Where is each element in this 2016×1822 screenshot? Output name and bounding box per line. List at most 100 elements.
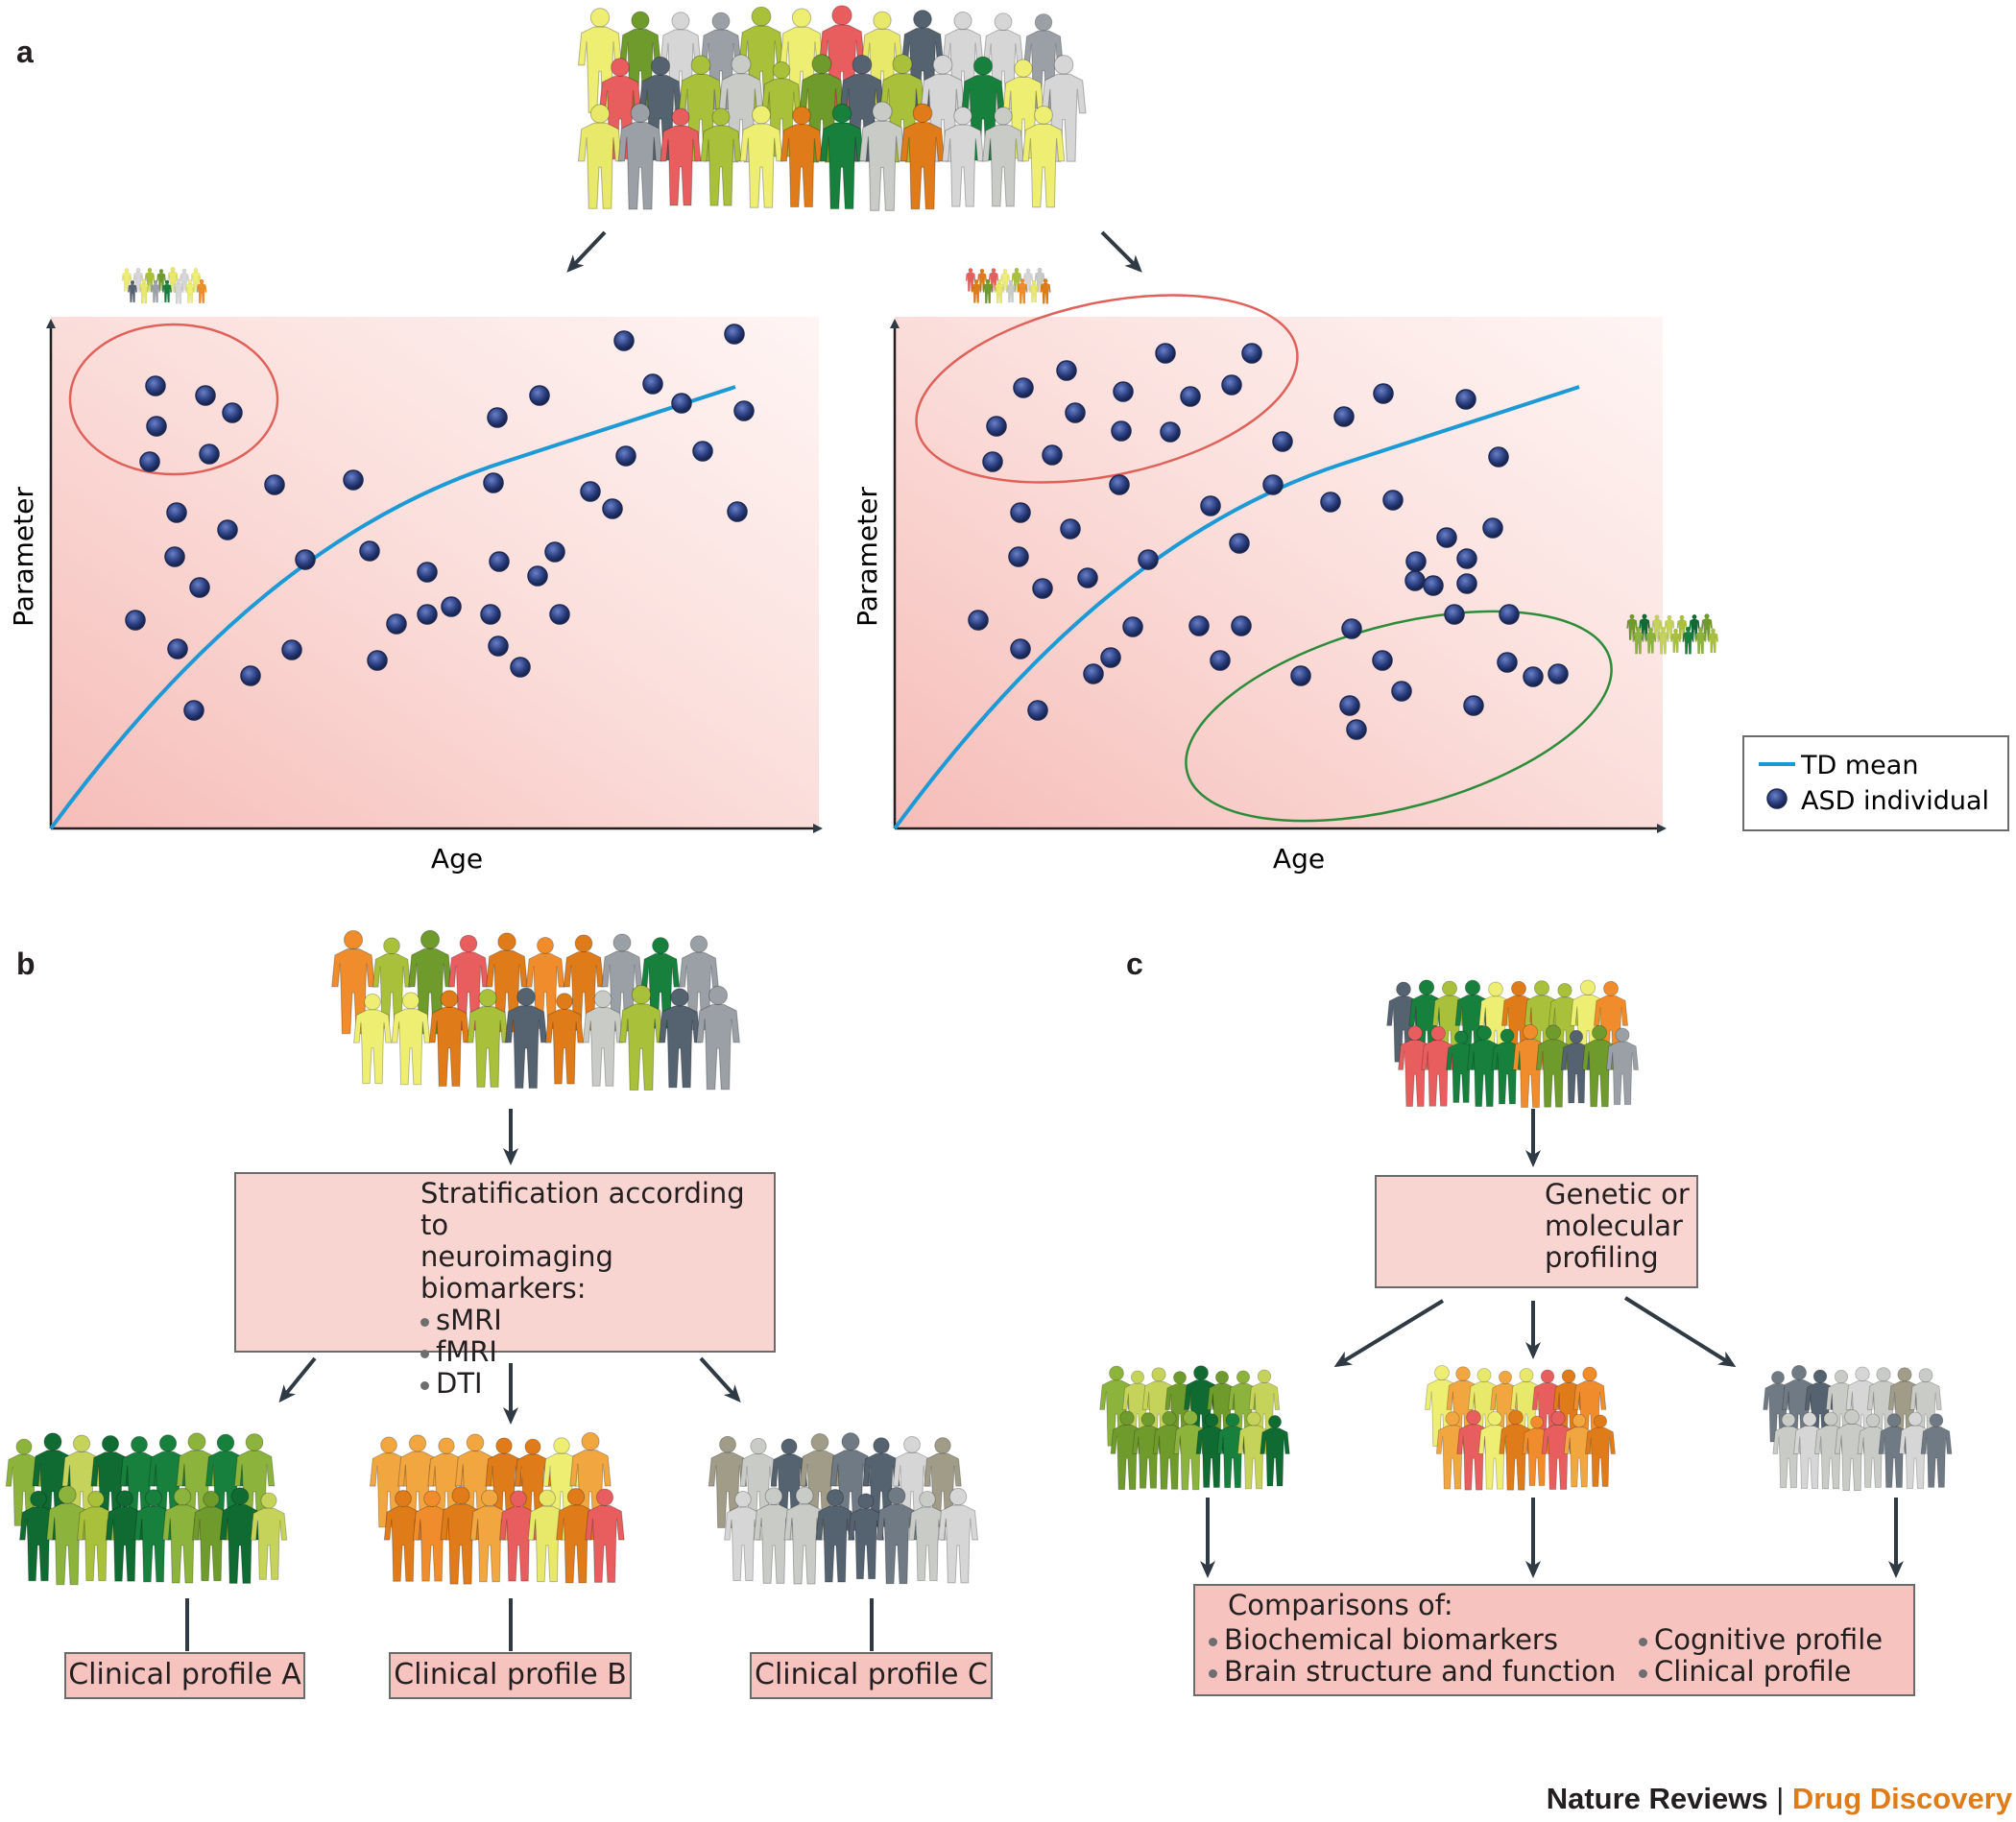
right-high-ellipse [915,294,1299,484]
asd-individual-dot [417,562,438,583]
legend-asd-label: ASD individual [1801,786,1989,816]
person-icon [1793,1411,1826,1489]
asd-dots-right [968,343,1569,740]
modality-item: DTI [420,1368,774,1400]
right-y-label: Parameter [852,487,883,627]
panel-a: Age Parameter Age Parameter TD mean ASD … [8,5,2009,875]
asd-individual-dot [1008,546,1029,567]
asd-individual-dot [1444,604,1465,625]
bullet-icon [1209,1637,1217,1646]
person-icon [1132,1412,1164,1489]
journal-separator: | [1767,1782,1792,1815]
journal-name: Nature Reviews [1546,1782,1768,1815]
asd-individual-dot [1042,444,1063,466]
asd-individual-dot [642,373,663,395]
arrow-b-left [278,1356,317,1403]
asd-individual-dot [1373,383,1394,404]
asd-individual-dot [367,650,388,671]
person-icon [1585,1414,1616,1487]
asd-individual-dot [1200,495,1221,516]
asd-individual-dot [1113,381,1134,402]
arrow-c-left [1333,1299,1445,1368]
asd-individual-dot [1382,490,1404,511]
bullet-icon [1639,1668,1647,1678]
population-crowd-b [331,929,740,1091]
bullet-icon [1639,1637,1647,1646]
person-icon [1260,1415,1290,1487]
asd-individual-dot [1499,604,1520,625]
asd-individual-dot [1523,666,1544,687]
asd-individual-dot [1241,343,1262,364]
clinical-profile-a: Clinical profile A [64,1652,305,1699]
asd-individual-dot [1404,570,1426,591]
asd-individual-dot [1229,533,1250,554]
asd-individual-dot [1339,695,1360,716]
asd-individual-dot [1231,615,1252,636]
asd-individual-dot [733,400,755,421]
asd-individual-dot [1155,343,1176,364]
asd-individual-dot [1060,518,1081,539]
asd-individual-dot [1109,474,1130,495]
left-y-label: Parameter [8,487,39,627]
asd-individual-dot [727,501,748,522]
bullet-icon [1209,1668,1217,1678]
comparisons-title: Comparisons of: [1228,1589,1453,1621]
asd-individual-dot [986,416,1007,437]
comparison-item: Cognitive profile [1639,1624,1883,1656]
asd-individual-dot [199,444,220,465]
journal-footer: Nature Reviews | Drug Discovery [1547,1782,2012,1816]
subgroup-crowd-a [5,1432,288,1586]
arrow-to-right-plot [1100,230,1142,273]
modality-dti: DTI [436,1367,483,1400]
asd-individual-dot [1122,616,1143,637]
asd-individual-dot [1423,575,1444,596]
left-x-label: Age [431,843,483,875]
panel-label-a: a [16,35,34,69]
asd-individual-dot [183,700,204,721]
comparison-item: Clinical profile [1639,1656,1883,1688]
subgroup-crowd-green [1099,1365,1290,1491]
asd-individual-dot [1262,474,1284,495]
asd-individual-dot [145,375,166,396]
profiling-line-3: profiling [1545,1241,1659,1274]
population-crowd-c [1386,979,1639,1108]
asd-individual-dot [1391,681,1412,702]
bullet-icon [420,1380,429,1390]
person-icon [1878,1413,1910,1488]
modality-smri: sMRI [436,1304,502,1336]
asd-individual-dot [1077,567,1098,588]
asd-individual-dot [222,402,243,423]
profiling-line-2: molecular [1545,1210,1683,1242]
profiling-box: Genetic or molecular profiling [1375,1175,1698,1288]
asd-individual-dot [1272,431,1293,452]
modality-item: sMRI [420,1305,774,1336]
asd-individual-dot [1100,647,1121,668]
stratification-box: Stratification according to neuroimaging… [234,1172,776,1400]
person-icon [1512,1023,1548,1108]
comparison-biochemical: Biochemical biomarkers [1224,1623,1558,1656]
stratification-title-1: Stratification according to [420,1177,745,1241]
asd-individual-dot [217,519,238,540]
person-icon [1216,1412,1249,1489]
asd-individual-dot [1160,421,1181,443]
asd-individual-dot [613,330,635,351]
asd-individual-dot [240,665,261,686]
subgroup-crowd-left [121,267,207,304]
asd-individual-dot [1138,549,1159,570]
asd-individual-dot [1221,374,1242,396]
asd-individual-dot [615,445,636,467]
person-icon [1920,1413,1953,1488]
comparison-item: Biochemical biomarkers [1209,1624,1616,1656]
asd-individual-dot [1436,527,1457,548]
arrow-c-right [1623,1296,1737,1368]
asd-individual-dot [1455,389,1476,410]
asd-individual-dot [1372,650,1393,671]
asd-individual-dot [671,393,692,414]
asd-individual-dot [1290,665,1311,686]
bullet-icon [420,1317,429,1327]
asd-individual-dot [580,481,601,502]
person-icon [1899,1411,1932,1490]
subgroup-crowd-right-green [1626,613,1718,655]
asd-individual-dot [264,474,285,495]
asd-individual-dot [1405,551,1427,572]
